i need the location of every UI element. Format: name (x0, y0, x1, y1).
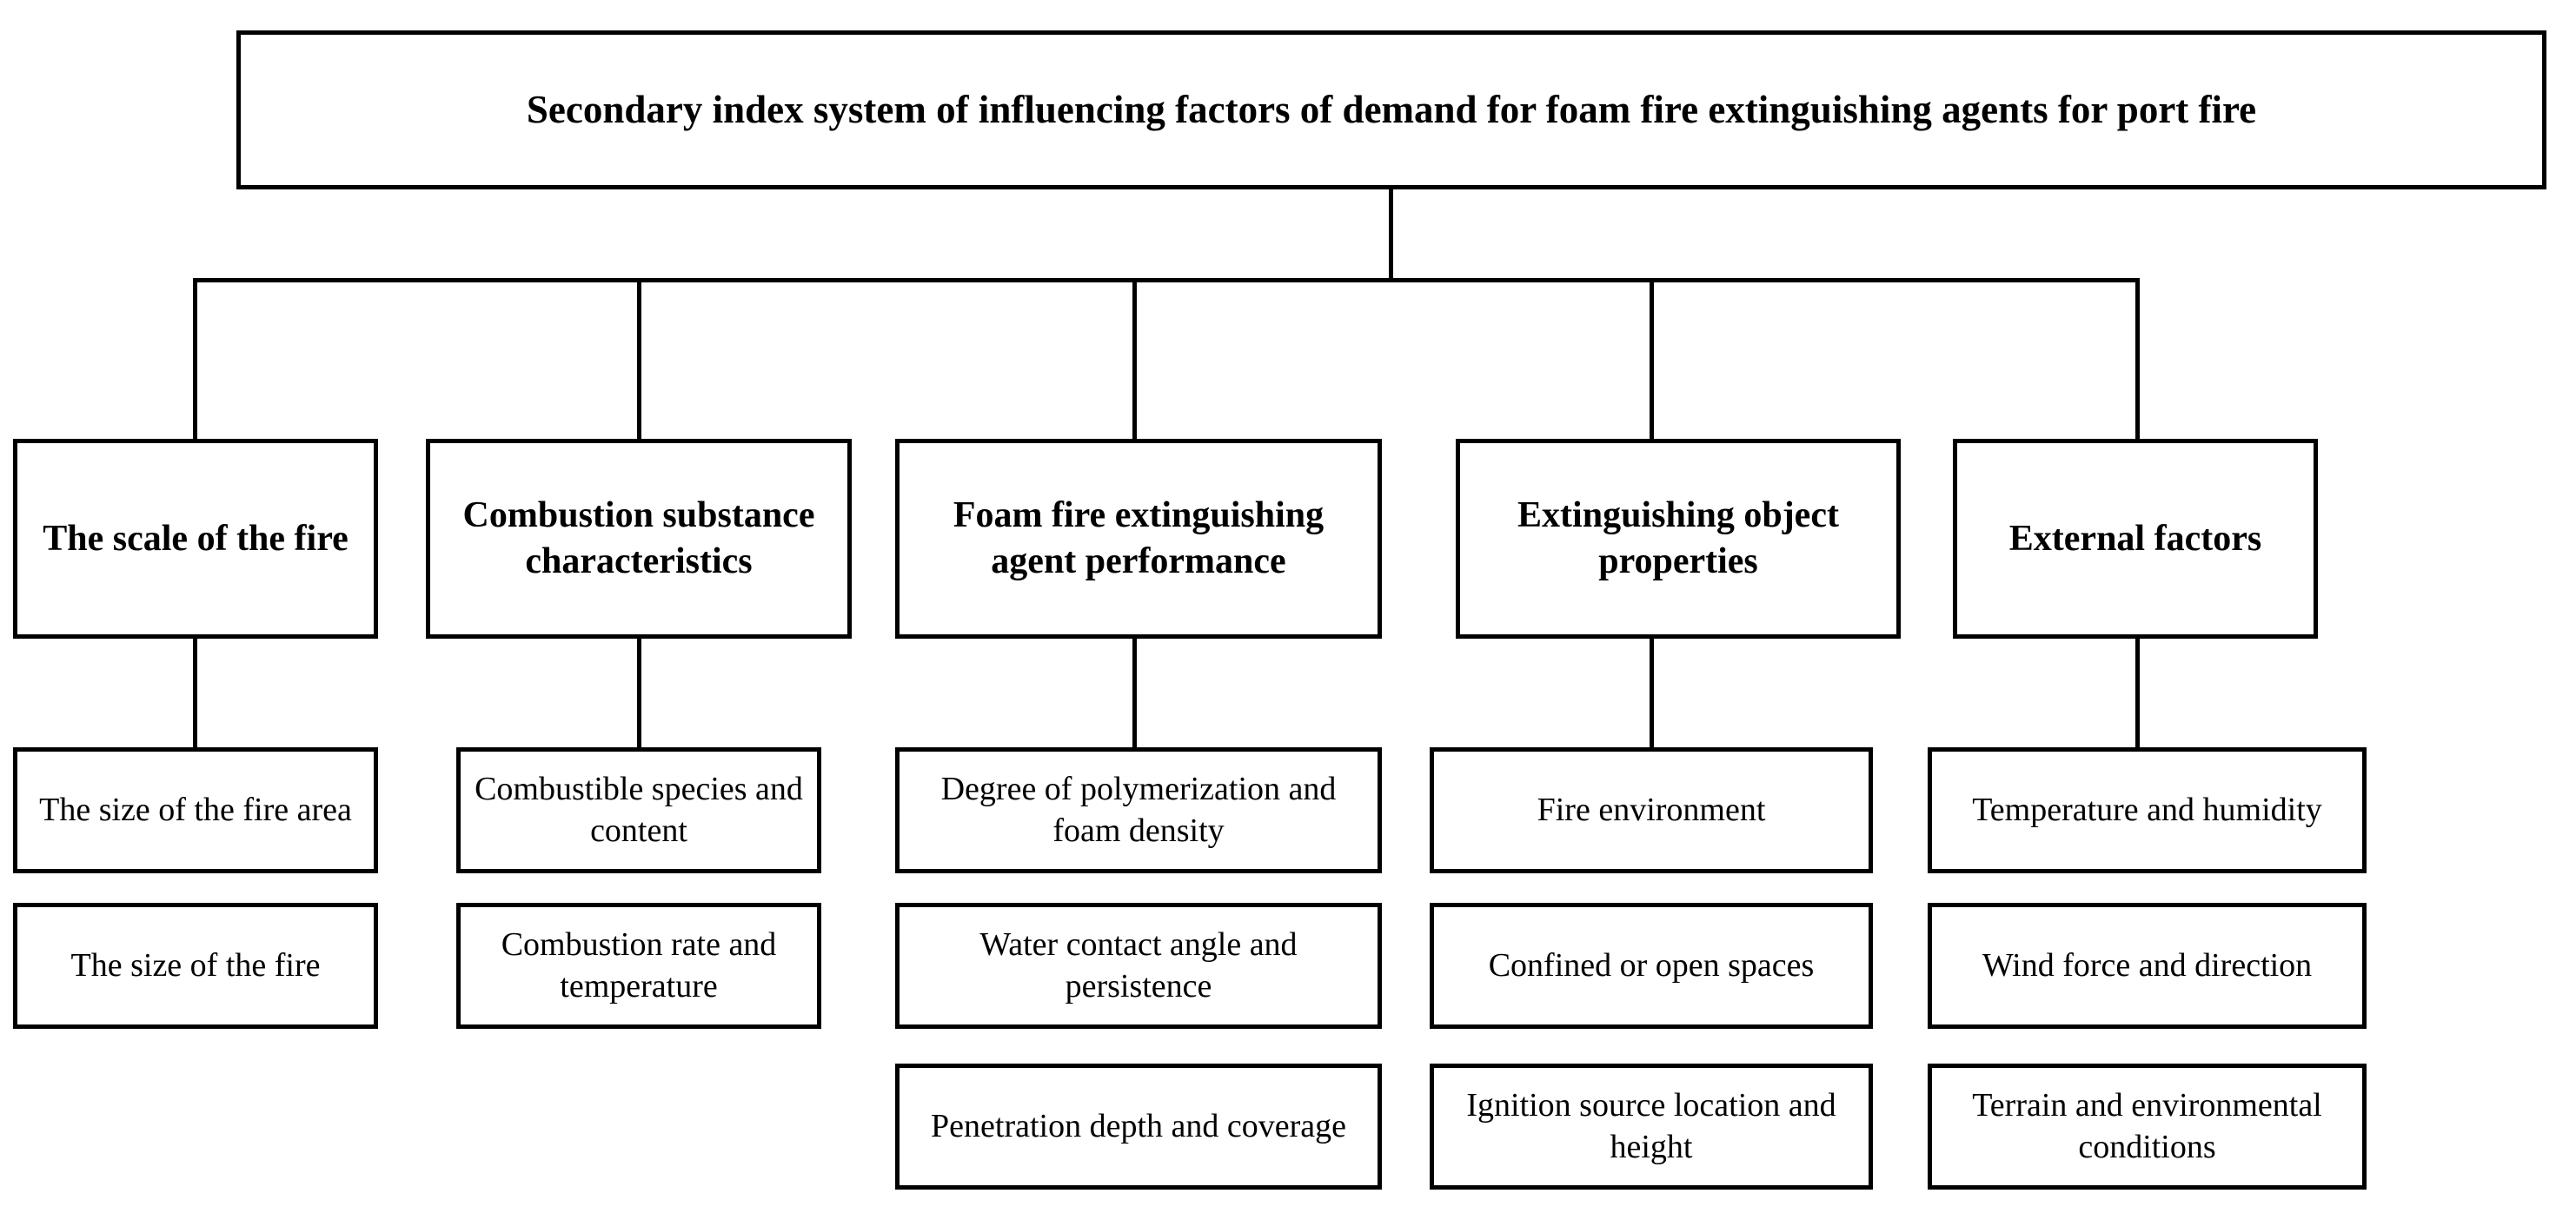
connector-branch-1-stem (193, 637, 197, 752)
leaf-node-3-1-label: Degree of polymerization and foam densit… (940, 770, 1337, 849)
branch-node-5-label: External factors (2008, 518, 2262, 559)
leaf-node-5-3[interactable]: Terrain and environmental conditions (1928, 1064, 2367, 1190)
connector-root-stem (1389, 188, 1393, 282)
branch-node-2-label: Combustion substance characteristics (462, 495, 815, 581)
connector-bus-drop-3 (1132, 278, 1137, 441)
leaf-node-4-3[interactable]: Ignition source location and height (1430, 1064, 1873, 1190)
leaf-node-4-1[interactable]: Fire environment (1430, 747, 1873, 873)
leaf-node-3-1[interactable]: Degree of polymerization and foam densit… (895, 747, 1382, 873)
leaf-node-2-1[interactable]: Combustible species and content (456, 747, 821, 873)
leaf-node-5-1-label: Temperature and humidity (1972, 791, 2322, 828)
connector-bus-drop-2 (637, 278, 641, 441)
root-node-label: Secondary index system of influencing fa… (526, 88, 2257, 132)
leaf-node-5-1[interactable]: Temperature and humidity (1928, 747, 2367, 873)
connector-branch-2-stem (637, 637, 641, 752)
leaf-node-2-2-label: Combustion rate and temperature (501, 925, 777, 1005)
connector-bus-drop-4 (1650, 278, 1654, 441)
leaf-node-3-3[interactable]: Penetration depth and coverage (895, 1064, 1382, 1190)
leaf-node-1-2[interactable]: The size of the fire (13, 903, 378, 1029)
leaf-node-4-1-label: Fire environment (1537, 791, 1766, 828)
branch-node-5[interactable]: External factors (1953, 439, 2318, 639)
branch-node-3[interactable]: Foam fire extinguishing agent performanc… (895, 439, 1382, 639)
branch-node-1-label: The scale of the fire (43, 518, 349, 559)
root-node[interactable]: Secondary index system of influencing fa… (236, 30, 2546, 189)
connector-branch-4-stem (1650, 637, 1654, 752)
leaf-node-2-2[interactable]: Combustion rate and temperature (456, 903, 821, 1029)
connector-bus-drop-5 (2135, 278, 2140, 441)
leaf-node-4-2-label: Confined or open spaces (1488, 946, 1815, 984)
connector-branch-3-stem (1132, 637, 1137, 752)
leaf-node-5-3-label: Terrain and environmental conditions (1972, 1086, 2322, 1165)
leaf-node-3-3-label: Penetration depth and coverage (931, 1107, 1346, 1144)
leaf-node-4-3-label: Ignition source location and height (1466, 1086, 1836, 1165)
leaf-node-3-2-label: Water contact angle and persistence (979, 925, 1298, 1005)
leaf-node-1-1[interactable]: The size of the fire area (13, 747, 378, 873)
leaf-node-1-2-label: The size of the fire (70, 946, 321, 984)
branch-node-4[interactable]: Extinguishing object properties (1456, 439, 1901, 639)
connector-bus (193, 278, 2140, 282)
leaf-node-4-2[interactable]: Confined or open spaces (1430, 903, 1873, 1029)
leaf-node-5-2-label: Wind force and direction (1982, 946, 2313, 984)
branch-node-3-label: Foam fire extinguishing agent performanc… (953, 495, 1325, 581)
branch-node-1[interactable]: The scale of the fire (13, 439, 378, 639)
branch-node-4-label: Extinguishing object properties (1517, 495, 1839, 581)
branch-node-2[interactable]: Combustion substance characteristics (426, 439, 852, 639)
leaf-node-1-1-label: The size of the fire area (39, 791, 352, 828)
leaf-node-5-2[interactable]: Wind force and direction (1928, 903, 2367, 1029)
connector-branch-5-stem (2135, 637, 2140, 752)
leaf-node-2-1-label: Combustible species and content (475, 770, 803, 849)
leaf-node-3-2[interactable]: Water contact angle and persistence (895, 903, 1382, 1029)
connector-bus-drop-1 (193, 278, 197, 441)
